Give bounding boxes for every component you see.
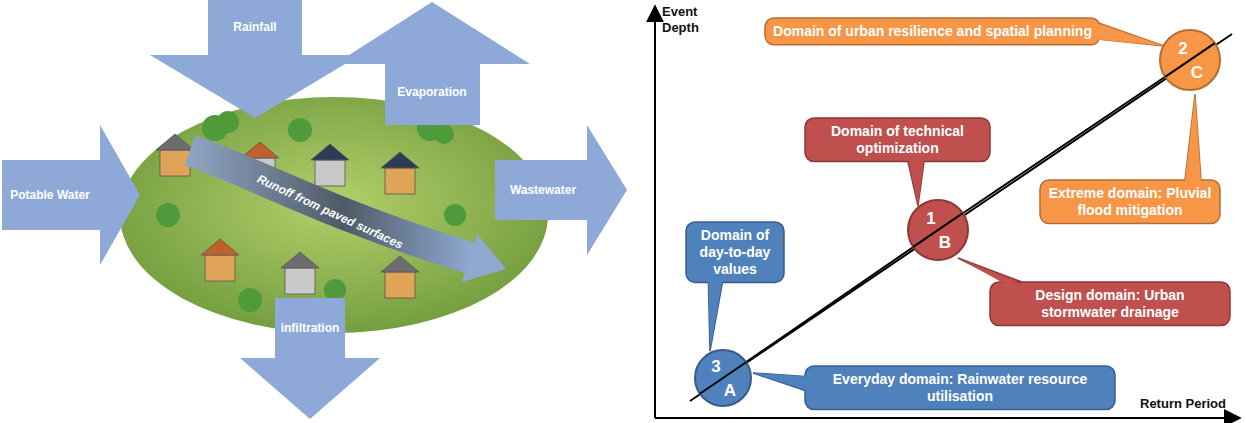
circle-fill (1160, 30, 1220, 90)
callout-box (990, 282, 1230, 326)
callout-tail-fill (1185, 94, 1201, 183)
urban-ground (120, 97, 548, 333)
runoff-arrow (190, 150, 506, 282)
chart-axes (655, 6, 1240, 418)
arrow-body (2, 125, 140, 265)
circle-shape (906, 198, 970, 262)
circle-letter: B (939, 234, 951, 251)
flow-arrow: Evaporation (335, 2, 530, 125)
trend-line (690, 34, 1232, 401)
callout-tail-fill (708, 280, 722, 351)
circle-letter: A (724, 382, 736, 399)
domain-circle: 1B (906, 198, 970, 262)
arrow-shape (335, 2, 530, 125)
callout-text: Domain of technical optimization (813, 123, 982, 157)
circle-shape (1158, 28, 1222, 92)
callout-box (805, 366, 1115, 410)
arrow-label: Wastewater (498, 183, 588, 197)
domain-callout: Domain of technical optimization (805, 118, 990, 162)
callout-box (805, 118, 990, 162)
arrow-label: Potable Water (5, 188, 95, 202)
flow-arrow: infiltration (240, 298, 380, 419)
domain-circle: 3A (693, 348, 753, 408)
circle-shape (693, 348, 753, 408)
domain-callout: Domain of urban resilience and spatial p… (765, 18, 1100, 45)
callout-tail-fill (908, 159, 924, 206)
circle-fill (908, 200, 968, 260)
callout-text: Domain of day-to-day values (694, 227, 776, 277)
runoff-label: Runoff from paved surfaces (255, 172, 405, 252)
callout-tail-fill (1098, 23, 1165, 46)
arrow-body (335, 2, 530, 125)
domain-callout: Extreme domain: Pluvial flood mitigation (1040, 180, 1220, 224)
callout-text: Domain of urban resilience and spatial p… (773, 23, 1092, 40)
circle-number: 1 (926, 210, 935, 227)
trend-line-segment (1165, 43, 1215, 77)
circle-letter: C (1191, 64, 1203, 81)
axis-title: Event Depth (662, 4, 720, 35)
circle-number: 3 (711, 358, 720, 375)
callout-text: Design domain: Urban stormwater drainage (998, 287, 1222, 321)
axis-title: Return Period (1140, 396, 1226, 412)
callout-text: Extreme domain: Pluvial flood mitigation (1048, 185, 1212, 219)
arrow-shape (240, 298, 380, 419)
flow-arrow: Wastewater (495, 125, 627, 255)
callout-tail-fill (753, 373, 808, 390)
callout-tail (958, 258, 1022, 282)
trend-line-segment (700, 362, 746, 393)
circle-number: 2 (1178, 40, 1187, 57)
callout-box (686, 222, 784, 282)
arrow-body (150, 0, 360, 118)
arrow-label: Evaporation (386, 85, 478, 99)
arrow-shape (150, 0, 360, 118)
flow-arrow: Potable Water (2, 125, 140, 265)
domain-callout: Domain of day-to-day values (686, 222, 784, 282)
callout-box (1040, 180, 1220, 224)
arrow-label: infiltration (274, 321, 346, 335)
callout-text: Everyday domain: Rainwater resource util… (813, 371, 1107, 405)
domain-callout: Everyday domain: Rainwater resource util… (805, 366, 1115, 410)
arrow-label: Rainfall (210, 20, 300, 34)
callout-tail-fill (958, 258, 1022, 285)
arrow-body (495, 125, 627, 255)
domain-circle: 2C (1158, 28, 1222, 92)
arrow-body (240, 298, 380, 419)
flow-arrow: Rainfall (150, 0, 360, 118)
trend-line-segment (913, 213, 963, 247)
circle-fill (695, 350, 751, 406)
domain-callout: Design domain: Urban stormwater drainage (990, 282, 1230, 326)
callout-box (765, 18, 1100, 45)
